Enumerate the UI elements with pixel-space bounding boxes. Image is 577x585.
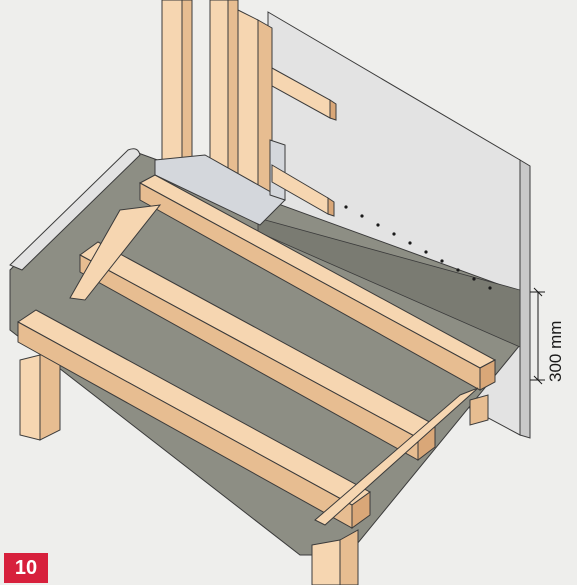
membrane-upturn [257, 217, 521, 348]
wall-rails [271, 67, 337, 217]
base-flashing [154, 154, 286, 226]
joists [17, 174, 497, 529]
stud-posts [161, 0, 273, 206]
step-number-badge: 10 [4, 553, 48, 583]
dimension-label: 300 mm [546, 321, 565, 382]
cross-battens [69, 204, 479, 526]
wall-panel-edge [519, 159, 531, 439]
membrane-rolled-edge [9, 148, 141, 271]
support-frame [19, 349, 489, 585]
dimension-300mm [530, 287, 545, 385]
fixing-dots [344, 205, 492, 290]
